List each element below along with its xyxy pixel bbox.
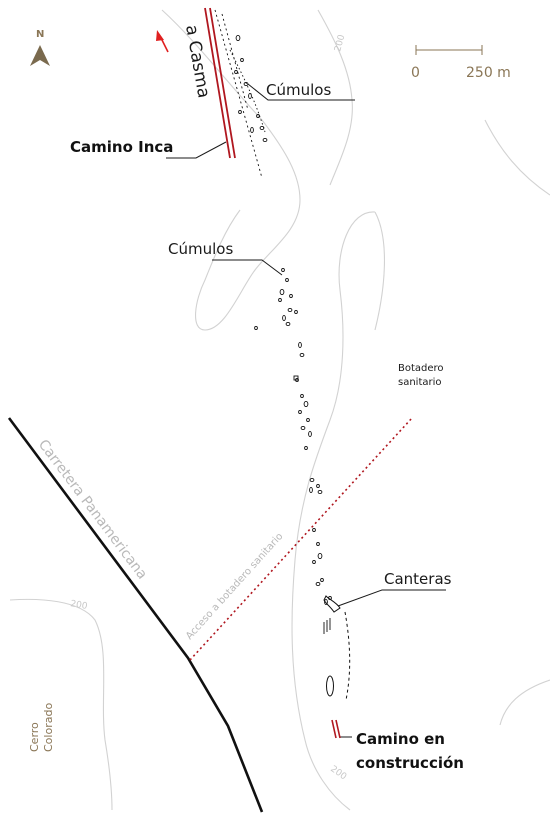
quarry-pit [326, 675, 334, 697]
quarry-cluster [323, 595, 341, 613]
contour-label-north: 200 [333, 33, 347, 52]
dashed-trail-c [229, 49, 266, 133]
contour-line-southwest [9, 598, 113, 811]
contour-label-south: 200 [328, 764, 348, 782]
cumulo-mound [285, 321, 291, 327]
camino-inca-line-a [204, 7, 231, 159]
cumulo-mound [285, 277, 289, 283]
cumulos-central-label: Cúmulos [168, 240, 233, 258]
cumulo-mound [250, 126, 254, 134]
cumulos-mounds-group [234, 34, 332, 606]
panamericana-label: Carretera Panamericana [35, 437, 150, 583]
cumulos-north-leader [247, 83, 355, 101]
cumulo-mound [298, 409, 302, 415]
scale-distance: 250 m [466, 65, 511, 81]
cumulo-mound [312, 527, 316, 533]
cumulos-north-label: Cúmulos [266, 81, 331, 99]
cumulo-mound [243, 81, 249, 87]
canteras-leader [337, 589, 446, 607]
cumulo-mound [254, 325, 258, 331]
construction-road-line-a [331, 719, 337, 739]
cumulo-mound [312, 559, 316, 565]
cumulo-mound [309, 477, 315, 483]
casma-direction-arrowhead [156, 30, 164, 41]
cumulo-mound [259, 125, 265, 131]
north-arrow-icon [30, 45, 50, 66]
contour-line-southeast [499, 679, 550, 726]
contour-line-east [484, 119, 550, 196]
cumulo-mound [278, 297, 282, 303]
camino-inca-label: Camino Inca [70, 138, 173, 156]
cumulo-mound [316, 483, 320, 489]
cumulo-mound [316, 541, 320, 547]
access-road [189, 417, 413, 661]
botadero-label-line2: sanitario [398, 377, 442, 388]
construction-road-line-b [335, 719, 341, 739]
cumulos-central-leader [212, 259, 283, 276]
canteras-label: Canteras [384, 570, 452, 588]
cumulo-mound [320, 577, 324, 583]
cumulo-mound [235, 34, 241, 42]
cumulo-mound [299, 352, 305, 358]
cumulo-mound [317, 552, 323, 560]
quarry-hatching [323, 618, 331, 634]
cumulo-mound [240, 57, 244, 63]
cumulo-mound [262, 137, 268, 143]
dashed-trail-b [221, 13, 249, 111]
camino-inca-line-b [209, 7, 236, 159]
cumulo-mound [308, 430, 312, 438]
camino-inca-leader [166, 141, 227, 159]
contour-line-central-inner [374, 211, 385, 331]
access-road-label: Acceso a botadero sanitario [184, 531, 285, 642]
camino-construccion-label-line2: construcción [356, 754, 464, 772]
cumulo-mound [282, 314, 286, 322]
contour-label-west: 200 [69, 599, 88, 612]
cumulo-mound [304, 445, 308, 451]
cumulo-mound [300, 393, 304, 399]
cumulo-mound [234, 69, 238, 75]
cumulo-mound [287, 307, 293, 313]
cumulo-mound [281, 267, 285, 273]
cumulo-mound [317, 489, 323, 495]
botadero-label-line1: Botadero [398, 363, 444, 374]
cumulo-mound [238, 109, 242, 115]
north-letter: N [36, 29, 44, 40]
cumulo-mound [279, 288, 285, 296]
cerro-label-line1: Cerro [28, 722, 41, 752]
cumulo-mound [324, 598, 328, 606]
contour-line-north [161, 9, 301, 331]
cumulo-mound [248, 92, 252, 100]
cumulo-mound [315, 581, 321, 587]
dashed-trail-a [214, 9, 263, 179]
cumulo-mound [303, 400, 309, 408]
cumulo-square-structure [293, 375, 299, 381]
cumulo-mound [294, 309, 298, 315]
panamericana-highway [7, 417, 264, 813]
contour-line-central [291, 211, 376, 811]
cumulo-mound [256, 113, 260, 119]
camino-construccion-label-line1: Camino en [356, 730, 445, 748]
cumulo-mound [309, 486, 313, 494]
cumulo-mound [289, 293, 293, 299]
cerro-label-line2: Colorado [42, 703, 55, 752]
cumulo-mound [328, 595, 332, 601]
scale-zero: 0 [411, 65, 420, 81]
quarry-dashed-edge [344, 611, 351, 701]
cumulo-mound [306, 417, 310, 423]
scale-bar [415, 45, 483, 55]
cumulo-mound [298, 341, 302, 349]
cumulo-mound [300, 425, 306, 431]
